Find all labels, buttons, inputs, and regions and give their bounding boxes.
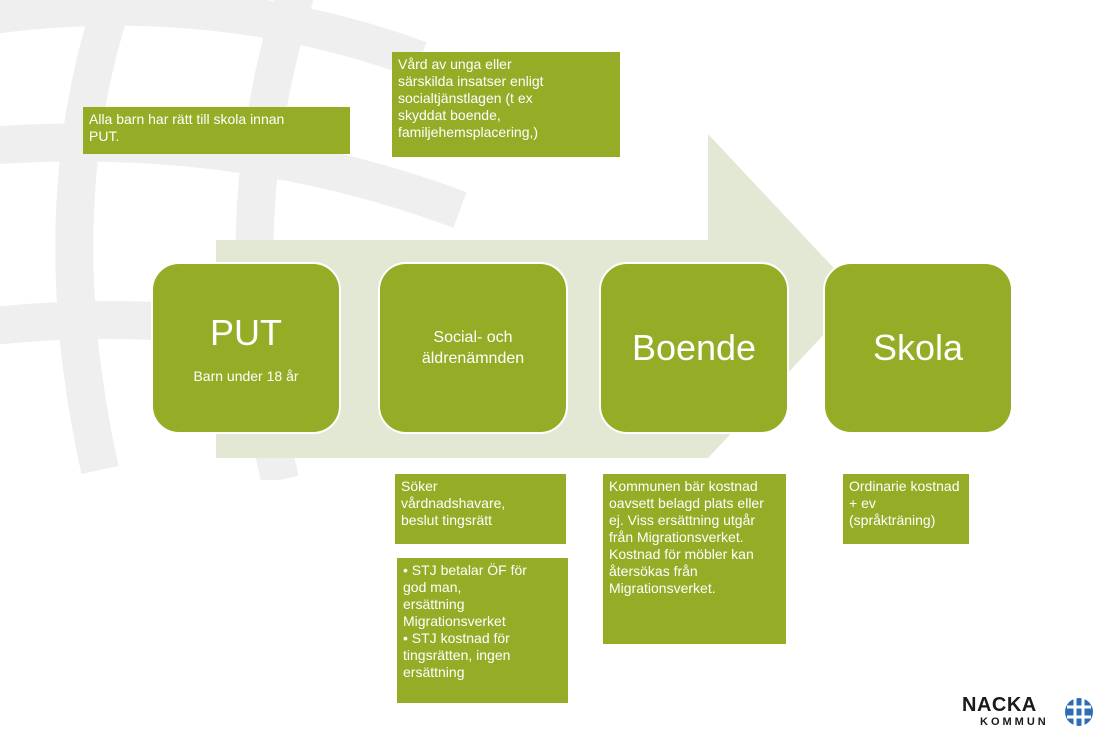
step-put-subtitle: Barn under 18 år — [193, 368, 299, 384]
note-line: återsökas från — [609, 563, 698, 579]
note-line: god man, — [403, 579, 462, 595]
step-skola: Skola — [823, 262, 1013, 434]
step-put-title: PUT — [210, 312, 282, 353]
note-stj: • STJ betalar ÖF för god man, ersättning… — [397, 558, 568, 703]
note-ordinarie: Ordinarie kostnad + ev (språkträning) — [843, 474, 969, 544]
note-line: (språkträning) — [849, 512, 936, 528]
note-line: • STJ kostnad för — [403, 630, 510, 646]
note-line: från Migrationsverket. — [609, 529, 744, 545]
note-line: socialtjänstlagen (t ex — [398, 90, 533, 106]
note-line: oavsett belagd plats eller — [609, 495, 764, 511]
note-line: skyddat boende, — [398, 107, 501, 123]
note-line: ej. Viss ersättning utgår — [609, 512, 756, 528]
note-line: Migrationsverket. — [609, 580, 716, 596]
step-social-title: Social- och äldrenämnden — [421, 329, 525, 367]
note-line: särskilda insatser enligt — [398, 73, 544, 89]
note-line: Kommunen bär kostnad — [609, 478, 758, 494]
note-line: vårdnadshavare, — [401, 495, 506, 511]
note-line: Vård av unga eller — [398, 56, 512, 72]
note-line: Ordinarie kostnad — [849, 478, 960, 494]
note-line: Migrationsverket — [403, 613, 506, 629]
note-kommunen: Kommunen bär kostnad oavsett belagd plat… — [603, 474, 786, 644]
note-vard: Vård av unga eller särskilda insatser en… — [392, 52, 620, 157]
note-line: ersättning — [403, 664, 465, 680]
note-soker: Söker vårdnadshavare, beslut tingsrätt — [395, 474, 566, 544]
step-boende-title: Boende — [631, 327, 757, 368]
step-put: PUT Barn under 18 år — [151, 262, 341, 434]
note-line: Kostnad för möbler kan — [609, 546, 754, 562]
note-line: + ev — [849, 495, 876, 511]
note-skola-put: Alla barn har rätt till skola innan PUT. — [83, 107, 350, 154]
note-line: ersättning — [403, 596, 465, 612]
note-line: Söker — [401, 478, 438, 494]
step-boende: Boende — [599, 262, 789, 434]
note-line: • STJ betalar ÖF för — [403, 562, 527, 578]
step-social: Social- och äldrenämnden — [378, 262, 568, 434]
step-skola-title: Skola — [872, 327, 964, 368]
logo-text-nacka: NACKA — [962, 694, 1037, 716]
nacka-globe-icon — [1065, 698, 1093, 726]
nacka-kommun-logo: NACKA KOMMUN — [962, 694, 1093, 731]
note-line: beslut tingsrätt — [401, 512, 493, 528]
note-line: PUT. — [89, 128, 120, 144]
note-line: familjehemsplacering,) — [398, 124, 539, 140]
note-line: Alla barn har rätt till skola innan — [89, 111, 285, 127]
logo-text-kommun: KOMMUN — [980, 716, 1049, 728]
note-line: tingsrätten, ingen — [403, 647, 511, 663]
